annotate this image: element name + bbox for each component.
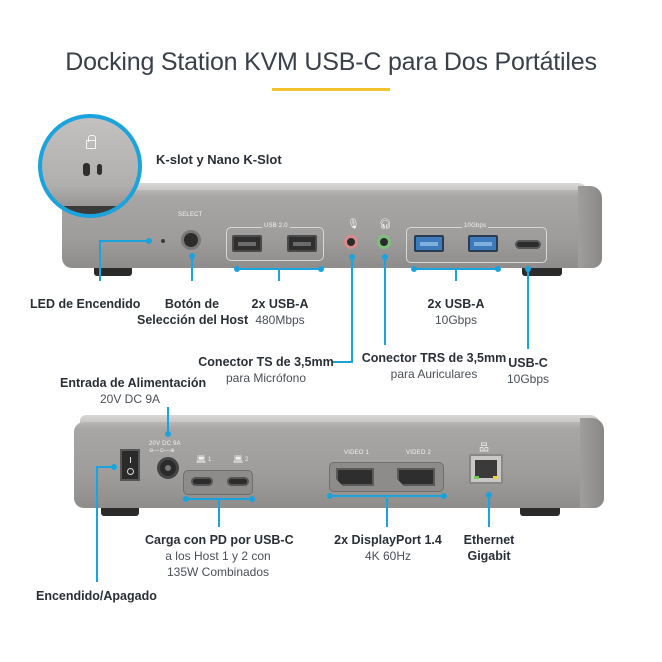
callout-usb-c-title: USB-C: [508, 356, 548, 370]
callout-usb-a-480-sub: 480Mbps: [255, 313, 305, 327]
usb-a-480-port-2: [287, 235, 317, 252]
rear-device-endcap: [580, 418, 604, 508]
usb-a-480-port-1: [232, 235, 262, 252]
callout-usb-a-480-title: 2x USB-A: [251, 297, 309, 311]
dc-silk-label: 20V DC 9A: [149, 441, 181, 447]
ts-mic-jack: [344, 235, 358, 249]
10gbps-silk-label: 10Gbps: [462, 223, 489, 229]
callout-usb-a-10g: 2x USB-A 10Gbps: [424, 296, 488, 328]
host2-usb-c-port: [227, 477, 249, 486]
callout-power-switch-title: Encendido/Apagado: [36, 589, 157, 603]
callout-usb-a-480: 2x USB-A 480Mbps: [249, 296, 311, 328]
callout-displayport-title: 2x DisplayPort 1.4: [334, 533, 442, 547]
callout-trs-sub: para Auriculares: [390, 367, 478, 381]
ethernet-activity-led: [493, 476, 498, 479]
dc-power-input: [157, 457, 179, 479]
usb-a-10g-port-1: [414, 235, 444, 252]
leader-usb2: [237, 268, 321, 281]
video1-silk-label: VIDEO 1: [344, 450, 370, 456]
leader-usb10g: [414, 268, 498, 281]
kslot-device-edge: [42, 206, 138, 214]
callout-pd-title: Carga con PD por USB-C: [145, 533, 294, 547]
rear-foot-right: [520, 508, 560, 516]
lock-icon: [86, 135, 96, 149]
dc-polarity-label: ⊖—⊙—⊕: [149, 448, 175, 454]
rear-foot-left: [101, 508, 139, 516]
callout-usb-c: USB-C 10Gbps: [503, 355, 553, 387]
callout-trs: Conector TRS de 3,5mm para Auriculares: [360, 350, 508, 382]
callout-kslot: K-slot y Nano K-Slot: [156, 152, 282, 167]
callout-ethernet-line1: Ethernet: [463, 533, 515, 547]
rocker-off-mark: [127, 468, 134, 475]
title-accent-rule: [272, 88, 390, 91]
usb-a-10g-port-2: [468, 235, 498, 252]
host2-silk-label: 2: [245, 457, 249, 463]
trs-headphone-jack: [377, 235, 391, 249]
callout-power-input: Entrada de Alimentación 20V DC 9A: [60, 375, 207, 407]
nano-kslot-hole: [97, 164, 102, 175]
usb-c-10g-port: [515, 240, 541, 249]
front-device-endcap: [578, 186, 602, 268]
callout-usb-a-10g-sub: 10Gbps: [434, 313, 478, 327]
callout-ethernet: Ethernet Gigabit: [458, 532, 520, 564]
callout-ts-title: Conector TS de 3,5mm: [198, 355, 334, 369]
callout-select-line1: Botón de: [164, 297, 220, 311]
kslot-zoom-circle: [38, 114, 142, 218]
usb2-silk-label: USB 2.0: [262, 223, 290, 229]
video2-silk-label: VIDEO 2: [406, 450, 432, 456]
callout-pd-sub1: a los Host 1 y 2 con: [165, 549, 271, 563]
laptop-icon: 💻︎: [233, 455, 244, 464]
callout-ts-sub: para Micrófono: [225, 371, 307, 385]
callout-ethernet-line2: Gigabit: [467, 549, 511, 563]
front-device-body: [62, 190, 602, 268]
headphones-icon: 🎧︎: [379, 219, 392, 230]
callout-trs-title: Conector TRS de 3,5mm: [361, 351, 507, 365]
laptop-icon: 💻︎: [196, 455, 207, 464]
microphone-icon: 🎙︎: [347, 219, 360, 230]
callout-led-title: LED de Encendido: [30, 297, 141, 311]
displayport-1: [336, 468, 374, 486]
select-silk-label: SELECT: [178, 212, 203, 218]
network-icon: 品: [479, 443, 489, 454]
ethernet-socket: [475, 460, 497, 478]
page-title: Docking Station KVM USB-C para Dos Portá…: [65, 48, 597, 76]
power-led: [161, 239, 165, 243]
ethernet-port: [469, 454, 503, 484]
callout-usb-c-sub: 10Gbps: [506, 372, 550, 386]
callout-select: Botón de Selección del Host: [137, 296, 249, 328]
ethernet-link-led: [474, 476, 479, 479]
callout-displayport-sub: 4K 60Hz: [364, 549, 412, 563]
callout-usb-a-10g-title: 2x USB-A: [427, 297, 485, 311]
callout-pd-sub2: 135W Combinados: [166, 565, 270, 579]
leader-ts: [333, 257, 353, 363]
host1-silk-label: 1: [208, 457, 212, 463]
callout-power-input-sub: 20V DC 9A: [99, 392, 161, 406]
power-rocker-switch[interactable]: [120, 449, 140, 481]
callout-power-switch: Encendido/Apagado: [36, 588, 157, 604]
displayport-2: [397, 468, 435, 486]
callout-displayport: 2x DisplayPort 1.4 4K 60Hz: [333, 532, 443, 564]
callout-led: LED de Encendido: [30, 296, 140, 312]
front-foot-left: [94, 268, 132, 276]
callout-ts: Conector TS de 3,5mm para Micrófono: [198, 354, 334, 386]
host1-usb-c-port: [191, 477, 213, 486]
host-select-button[interactable]: [181, 230, 201, 250]
callout-pd: Carga con PD por USB-C a los Host 1 y 2 …: [145, 532, 294, 580]
rocker-on-mark: [130, 457, 131, 463]
kslot-hole: [83, 163, 90, 176]
callout-power-input-title: Entrada de Alimentación: [60, 376, 207, 390]
front-foot-right: [522, 268, 562, 276]
callout-select-line2: Selección del Host: [137, 313, 249, 327]
